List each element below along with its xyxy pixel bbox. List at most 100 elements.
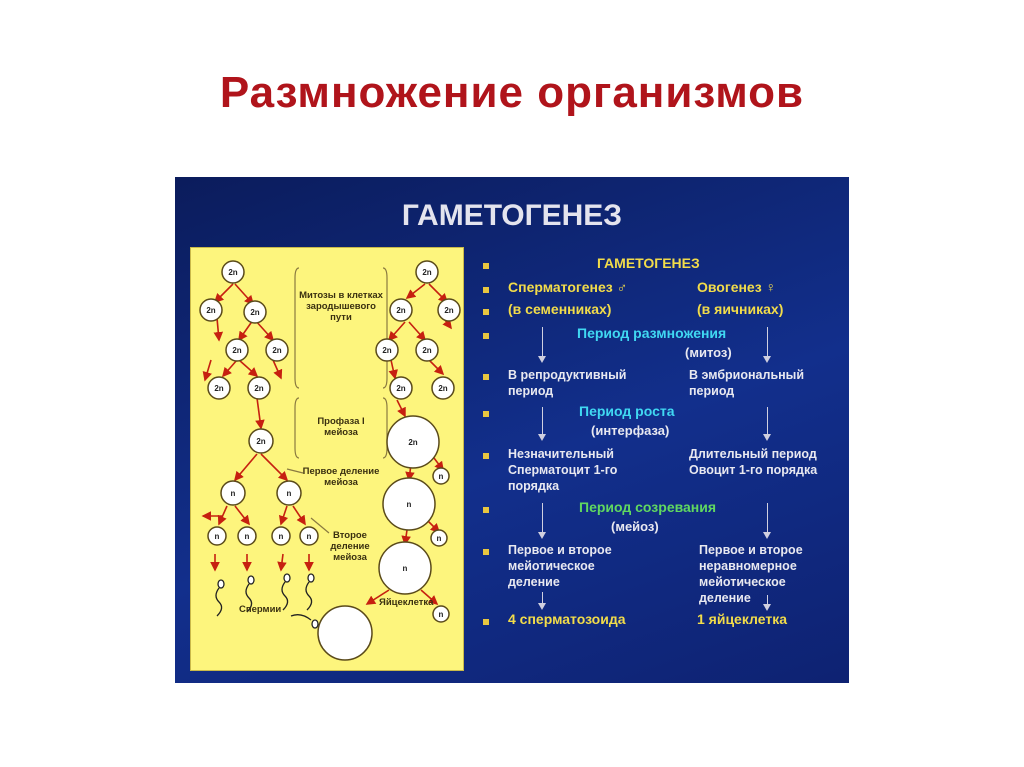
bullet [483, 453, 489, 459]
bullet [483, 411, 489, 417]
arrow-down [763, 595, 771, 611]
svg-text:n: n [439, 472, 444, 481]
arrow-down [763, 407, 771, 441]
cell-2n [207, 376, 231, 400]
svg-text:n: n [279, 532, 284, 541]
cell-2n [225, 338, 249, 362]
svg-text:2n: 2n [214, 384, 223, 393]
bullet [483, 549, 489, 555]
bullet [483, 507, 489, 513]
repro-left: В репродуктивный период [508, 368, 627, 398]
cell-2n [248, 428, 274, 454]
period-maturation-sub: (мейоз) [611, 519, 659, 534]
cell-2n [199, 298, 223, 322]
cell-2n [265, 338, 289, 362]
diagram-svg: 2n 2n 2n 2n 2n 2n 2n 2n n n n n n n 2n 2n 2n 2n 2n 2n… [199, 260, 461, 661]
cell-2n [221, 260, 245, 284]
bullet [483, 287, 489, 293]
bullet [483, 309, 489, 315]
svg-text:n: n [245, 532, 250, 541]
label-mitoses: Митозы в клетках зародышевого пути [299, 290, 383, 323]
cell-n [207, 526, 227, 546]
spermatogenesis-label: Сперматогенез ♂ [508, 279, 628, 295]
period-growth-sub: (интерфаза) [591, 423, 670, 438]
svg-text:2n: 2n [382, 346, 391, 355]
cell-2n [389, 376, 413, 400]
result-right: 1 яйцеклетка [697, 611, 787, 627]
diagram-arrows [201, 283, 452, 606]
slide-title: ГАМЕТОГЕНЕЗ [401, 199, 623, 232]
polar-body [430, 529, 448, 547]
cell-n [220, 480, 246, 506]
svg-text:2n: 2n [228, 268, 237, 277]
cell-n [271, 526, 291, 546]
gametogenesis-slide: ГАМЕТОГЕНЕЗ [175, 177, 849, 683]
svg-text:2n: 2n [422, 268, 431, 277]
period-maturation: Период созревания [579, 499, 717, 515]
arrow-down [763, 503, 771, 539]
period-growth: Период роста [579, 403, 675, 419]
svg-text:2n: 2n [396, 384, 405, 393]
label-first-division: Первое деление мейоза [302, 466, 380, 488]
bullet [483, 263, 489, 269]
cell-2n-large [386, 415, 440, 469]
arrow-down [538, 503, 546, 539]
cell-2n [431, 376, 455, 400]
svg-text:n: n [439, 610, 444, 619]
arrow-down [538, 407, 546, 441]
cell-labels: 2n 2n 2n 2n 2n 2n 2n 2n n n n n n n 2n 2n 2n 2n 2n 2n… [206, 268, 453, 619]
growth-right: Длительный период Овоцит 1-го порядка [689, 447, 818, 477]
cell-n-large [378, 541, 432, 595]
cell-n-large [382, 477, 436, 531]
svg-text:n: n [437, 534, 442, 543]
oogenesis-place: (в яичниках) [697, 301, 784, 317]
cell-n [299, 526, 319, 546]
svg-text:2n: 2n [256, 437, 265, 446]
cell-2n [389, 298, 413, 322]
svg-text:n: n [215, 532, 220, 541]
cell-2n [415, 260, 439, 284]
growth-left: Незначительный Сперматоцит 1-го порядка [508, 447, 618, 493]
cell-2n [375, 338, 399, 362]
bullet [483, 333, 489, 339]
spermatogenesis-place: (в семенниках) [508, 301, 612, 317]
label-egg: Яйцеклетка [379, 597, 434, 608]
svg-text:n: n [287, 489, 292, 498]
table-heading: ГАМЕТОГЕНЕЗ [597, 255, 700, 271]
svg-text:2n: 2n [408, 438, 417, 447]
svg-text:2n: 2n [206, 306, 215, 315]
svg-text:2n: 2n [396, 306, 405, 315]
egg-cell [317, 605, 373, 661]
cell-2n [415, 338, 439, 362]
arrow-down [763, 327, 771, 363]
svg-text:2n: 2n [272, 346, 281, 355]
sperm-tails [215, 573, 319, 629]
polar-body [432, 605, 450, 623]
oogenesis-label: Овогенез ♀ [697, 279, 777, 295]
cell-2n [243, 300, 267, 324]
svg-text:2n: 2n [438, 384, 447, 393]
arrow-down [538, 327, 546, 363]
cell-n [237, 526, 257, 546]
label-sperm: Спермии [239, 604, 282, 615]
svg-text:n: n [231, 489, 236, 498]
gametogenesis-diagram: 2n 2n 2n 2n 2n 2n 2n 2n n n n n n n 2n 2n 2n 2n 2n 2n… [190, 247, 464, 671]
bullet [483, 619, 489, 625]
svg-text:2n: 2n [232, 346, 241, 355]
svg-text:2n: 2n [444, 306, 453, 315]
cell-n [276, 480, 302, 506]
svg-text:2n: 2n [422, 346, 431, 355]
gametogenesis-table: ГАМЕТОГЕНЕЗ Сперматогенез ♂ Овогенез ♀ (… [475, 247, 845, 677]
repro-right: В эмбриональный период [689, 368, 805, 398]
bullet [483, 374, 489, 380]
label-prophase: Профаза I мейоза [317, 416, 365, 438]
arrow-down [538, 592, 546, 610]
polar-body [432, 467, 450, 485]
label-second-division: Второе деление мейоза [330, 530, 370, 563]
period-reproduction-sub: (митоз) [685, 345, 732, 360]
page-title: Размножение организмов [219, 68, 805, 117]
left-cells [199, 260, 319, 546]
diagram-brackets [286, 267, 388, 534]
svg-text:n: n [307, 532, 312, 541]
svg-text:2n: 2n [250, 308, 259, 317]
